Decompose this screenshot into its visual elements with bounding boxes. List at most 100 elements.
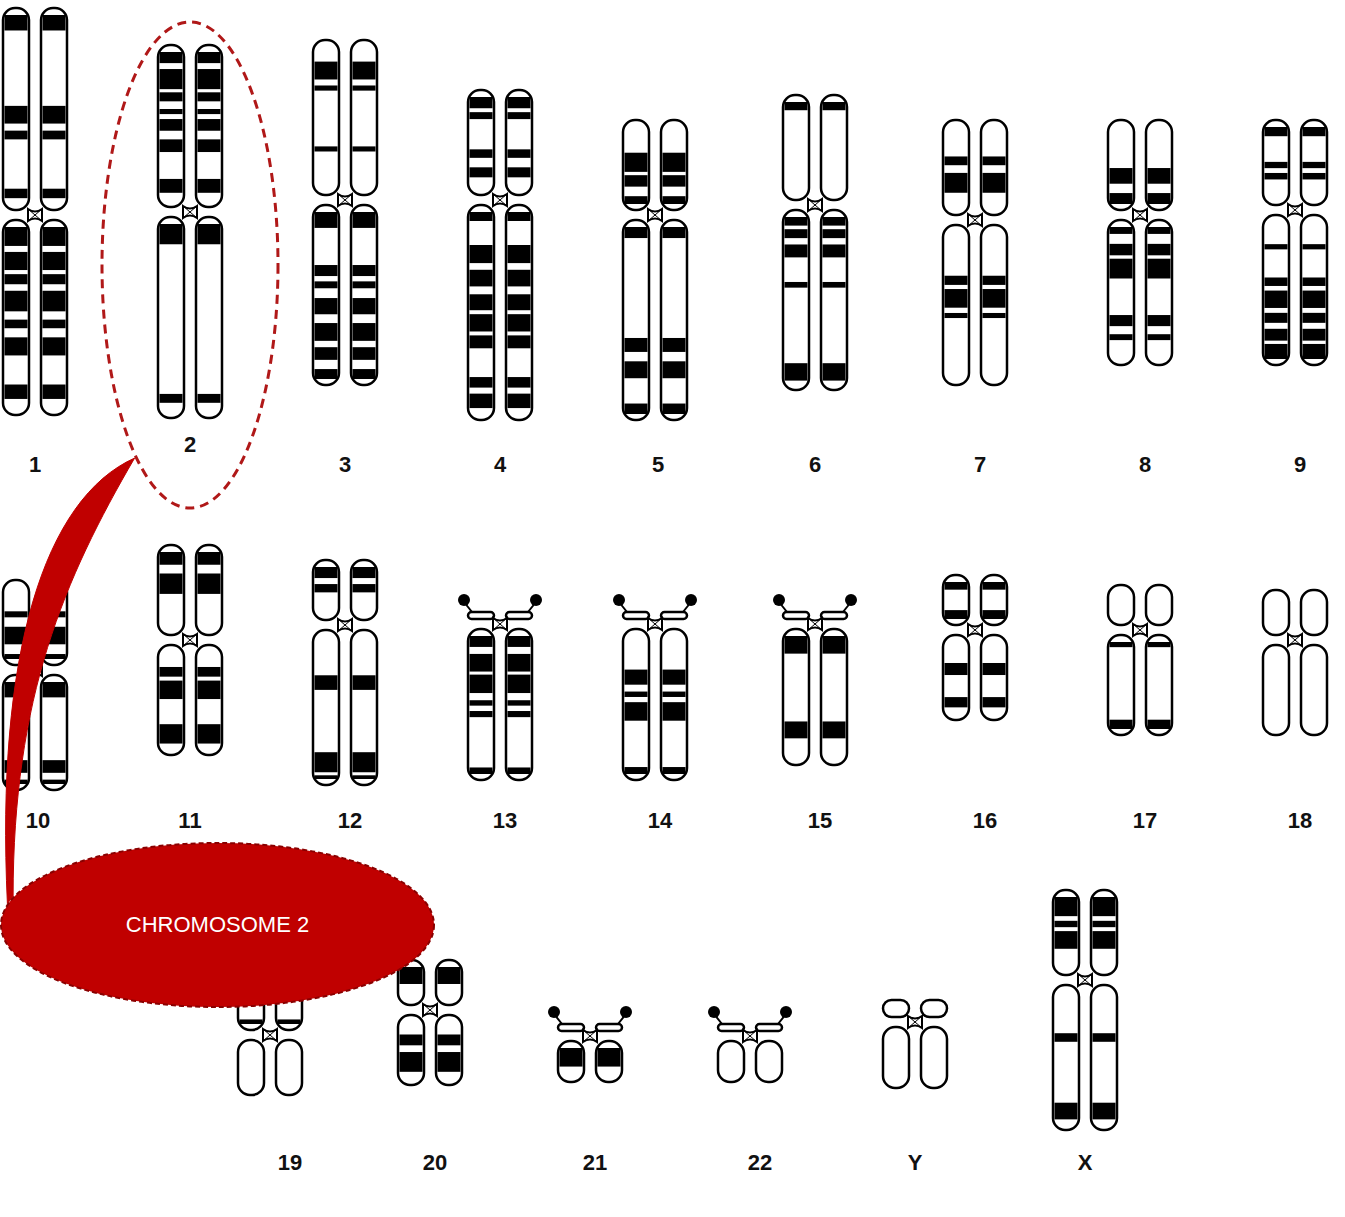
chromosome-band	[353, 567, 376, 578]
chromosome-band	[823, 217, 846, 226]
chromosome-pair	[943, 575, 1007, 720]
chromosome-band	[1265, 277, 1288, 285]
chromatid-arm	[981, 120, 1007, 215]
chromatid-arm	[1053, 985, 1079, 1130]
chromosome-band	[5, 227, 28, 246]
chromatid-arm	[783, 612, 809, 619]
chromosome-band	[1055, 921, 1078, 927]
chromosome-number: 14	[630, 808, 690, 834]
chromosome-pair	[3, 8, 67, 415]
chromatid-arm	[196, 45, 222, 207]
chromosome-band	[1303, 173, 1326, 179]
centromere	[968, 624, 982, 636]
dashed-outline	[102, 22, 278, 508]
chromatid-arm	[506, 629, 532, 780]
chromosome-band	[160, 109, 183, 114]
chromatid-arm	[1146, 585, 1172, 625]
callout-pointer	[6, 458, 135, 903]
chromatid-arm	[436, 960, 462, 1005]
centromere-cross	[1288, 634, 1302, 646]
chromatid-arm	[1146, 120, 1172, 210]
chromatid-arm	[1053, 890, 1079, 975]
chromatid-arm	[1108, 585, 1134, 625]
chromosome-band	[1110, 227, 1133, 234]
chromosome-band	[1110, 168, 1133, 184]
chromosome-band	[508, 335, 531, 348]
centromere-cross	[968, 214, 982, 226]
chromosome-band	[983, 582, 1006, 590]
chromatid-arm	[276, 1040, 302, 1095]
chromosome-band	[1110, 193, 1133, 204]
centromere	[183, 634, 197, 646]
centromere-cross	[183, 634, 197, 646]
chromosome-band	[43, 682, 66, 697]
chromatid-arm	[436, 1015, 462, 1085]
centromere	[808, 199, 822, 211]
chromosome-band	[625, 404, 648, 414]
chromosome-number: 1	[5, 452, 65, 478]
chromosome-number: 19	[260, 1150, 320, 1176]
satellite	[620, 1006, 632, 1018]
chromosome-band	[5, 611, 28, 617]
chromosome-band	[663, 338, 686, 352]
chromosome-band	[5, 106, 28, 124]
chromosome-number: 12	[320, 808, 380, 834]
chromosome-pair	[313, 560, 377, 785]
chromosome-band	[625, 767, 648, 774]
centromere	[338, 194, 352, 206]
chromosome-band	[43, 15, 66, 30]
chromosome-band	[315, 212, 338, 228]
chromosome-band	[353, 347, 376, 360]
centromere	[493, 618, 507, 630]
chromosome-number: X	[1055, 1150, 1115, 1176]
chromatid-arm	[821, 95, 847, 200]
chromosome-band	[198, 224, 221, 244]
satellite	[780, 1006, 792, 1018]
chromatid-arm	[1263, 215, 1289, 365]
centromere-cross	[423, 1004, 437, 1016]
chromatid-arm	[41, 8, 67, 210]
chromatid-arm	[718, 1024, 744, 1031]
bubble-fill	[1, 843, 434, 1007]
chromosome-band	[315, 369, 338, 379]
chromosome-band	[353, 85, 376, 90]
chromosome-band	[470, 270, 493, 287]
chromosome-number: 4	[470, 452, 530, 478]
chromosome-band	[160, 394, 183, 403]
chromosome-band	[470, 675, 493, 693]
chromosome-band	[823, 363, 846, 380]
chromosome-band	[785, 721, 808, 738]
chromosome-band	[1265, 329, 1288, 341]
chromosome-band	[198, 119, 221, 131]
chromatid-arm	[1091, 890, 1117, 975]
satellite	[845, 594, 857, 606]
chromosome-band	[785, 102, 808, 110]
chromosome-band	[1055, 931, 1078, 949]
chromosome-band	[43, 131, 66, 140]
chromosome-band	[785, 636, 808, 654]
chromosome-band	[278, 1019, 301, 1024]
centromere-cross	[183, 206, 197, 218]
chromosome-band	[470, 636, 493, 647]
chromosome-band	[983, 156, 1006, 165]
chromosome-band	[1055, 1103, 1078, 1120]
chromosome-band	[198, 92, 221, 101]
chromosome-band	[353, 212, 376, 228]
chromosome-band	[508, 212, 531, 221]
chromosome-band	[43, 654, 66, 659]
chromatid-arm	[883, 1000, 909, 1017]
chromosome-band	[983, 610, 1006, 619]
chromatid-arm	[1146, 635, 1172, 735]
chromosome-band	[470, 394, 493, 408]
chromosome-band	[1110, 259, 1133, 279]
chromatid-arm	[468, 90, 494, 195]
chromosome-band	[945, 289, 968, 308]
chromosome-band	[400, 1034, 423, 1045]
chromosome-band	[353, 675, 376, 690]
satellite	[708, 1006, 720, 1018]
chromosome-band	[470, 377, 493, 388]
chromatid-arm	[1108, 120, 1134, 210]
chromosome-band	[160, 552, 183, 565]
centromere	[28, 209, 42, 221]
chromosome-band	[663, 361, 686, 378]
